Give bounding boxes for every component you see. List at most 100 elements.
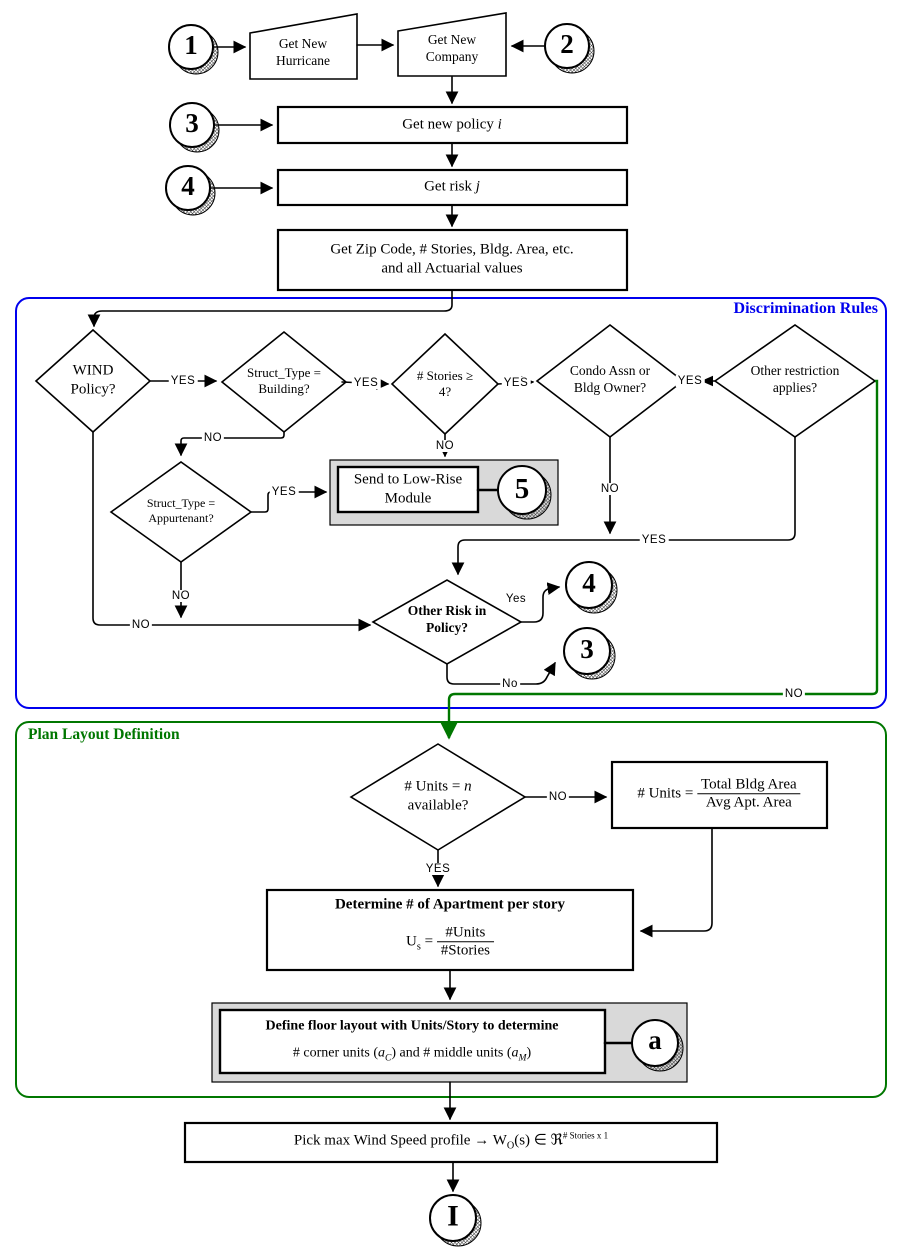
pick-wind-speed-box: [183, 1121, 719, 1164]
pick-real-set: ℜ: [550, 1132, 563, 1149]
plan-layout-frame: [15, 721, 887, 1098]
get-zipcode-text: Get Zip Code, # Stories, Bldg. Area, etc…: [330, 240, 573, 278]
get-risk-text: Get risk j: [424, 178, 480, 197]
define-title: Define floor layout with Units/Story to …: [265, 1018, 559, 1034]
struct-building-text: Struct_Type = Building?: [247, 365, 321, 398]
arrow-building-no: [174, 431, 285, 457]
arrow-restriction-no-green: [440, 379, 879, 740]
determine-eq: =: [420, 933, 437, 950]
lowrise-line2: Module: [384, 490, 432, 506]
company-line2: Company: [425, 49, 479, 64]
circle-3b-label: 3: [580, 634, 594, 665]
label-yes-wind: YES: [168, 375, 198, 387]
define-seg1: # corner units (: [292, 1045, 379, 1061]
label-no-appurtenant: NO: [169, 590, 193, 602]
determine-num: #Units: [436, 924, 494, 943]
circle-4b-label: 4: [582, 568, 596, 599]
lowrise-inner-box: [336, 465, 480, 514]
circle-5-label: 5: [514, 472, 530, 505]
policy-prefix: Get new policy: [402, 116, 498, 133]
get-zipcode-box: [276, 228, 629, 292]
arrow-zip-to-wind: [87, 289, 453, 328]
determine-sub: s: [416, 941, 421, 953]
label-yes-stories: YES: [501, 377, 531, 389]
circle-a: [631, 1019, 679, 1067]
define-detail: # corner units (aC) and # middle units (…: [293, 1045, 531, 1066]
stories-text: # Stories ≥ 4?: [417, 368, 473, 401]
arrowhead-condo-yes-left: [701, 375, 713, 387]
label-no-otherrisk: No: [500, 678, 520, 690]
get-new-hurricane-text: Get New Hurricane: [276, 36, 330, 70]
arrow-wind-no: [92, 431, 372, 632]
circle-end: [429, 1194, 477, 1242]
define-seg2: ) and # middle units (: [391, 1045, 512, 1061]
circle-4: [165, 165, 211, 211]
zip-line2: and all Actuarial values: [381, 260, 523, 276]
label-yes-building: YES: [351, 377, 381, 389]
label-no-building: NO: [201, 432, 225, 444]
stories-line1: # Stories ≥: [416, 367, 474, 383]
other-restriction-text: Other restriction applies?: [751, 363, 840, 397]
arrow-otherrisk-yes: [520, 582, 561, 623]
zip-line1: Get Zip Code, # Stories, Bldg. Area, etc…: [330, 241, 574, 258]
pick-sup: # Stories x 1: [562, 1130, 609, 1141]
arrow-formula-to-determine: [639, 827, 713, 938]
circle-4b: [565, 561, 613, 609]
define-var1: a: [378, 1045, 386, 1061]
stories-line2: 4?: [438, 384, 452, 399]
circle-end-label: I: [447, 1199, 459, 1233]
restriction-line2: applies?: [772, 380, 818, 395]
units-line1: # Units = n: [404, 777, 471, 796]
wind-line1: WIND: [72, 362, 114, 379]
units-prefix: # Units =: [404, 778, 465, 795]
define-layout-inner-box: [218, 1008, 607, 1075]
circle-2-label: 2: [560, 29, 574, 60]
arrow-restriction-yes: [451, 436, 796, 576]
condo-assn-text: Condo Assn or Bldg Owner?: [570, 363, 650, 397]
determine-fraction: #Units#Stories: [436, 924, 494, 960]
condo-line1: Condo Assn or: [569, 363, 651, 379]
risk-prefix: Get risk: [424, 178, 476, 195]
get-new-company-text: Get New Company: [426, 32, 479, 66]
building-line1: Struct_Type =: [247, 364, 321, 380]
units-formula-den: Avg Apt. Area: [705, 794, 792, 811]
lowrise-text: Send to Low-Rise Module: [354, 470, 462, 508]
determine-apartments-box: [265, 888, 635, 972]
circle-1: [168, 24, 214, 70]
wind-line2: Policy?: [70, 381, 116, 397]
other-risk-text: Other Risk in Policy?: [408, 603, 487, 637]
building-line2: Building?: [258, 381, 310, 396]
get-new-company-shape: [397, 12, 507, 77]
otherrisk-line1: Other Risk in: [407, 603, 487, 619]
pick-mid: (s) ∈: [514, 1132, 551, 1149]
units-formula-lhs: # Units =: [637, 785, 698, 802]
get-new-policy-text: Get new policy i: [402, 116, 502, 135]
determine-den: #Stories: [440, 942, 490, 959]
company-line1: Get New: [427, 32, 477, 48]
hurricane-line1: Get New: [278, 36, 328, 52]
pick-sub: O: [506, 1140, 515, 1152]
label-no-stories: NO: [433, 440, 457, 452]
units-var: n: [464, 778, 472, 795]
condo-line2: Bldg Owner?: [573, 380, 647, 395]
arrow-otherrisk-no: [446, 661, 556, 685]
label-no-condo: NO: [598, 483, 622, 495]
struct-appurtenant-text: Struct_Type = Appurtenant?: [147, 496, 215, 526]
label-yes-restriction: YES: [639, 534, 669, 546]
label-yes-otherrisk: Yes: [503, 593, 529, 605]
lowrise-line1: Send to Low-Rise: [353, 471, 463, 488]
label-yes-condo: YES: [675, 375, 705, 387]
units-line2: available?: [407, 797, 469, 813]
risk-var: j: [475, 178, 480, 195]
circle-2: [544, 23, 590, 69]
circle-4-label: 4: [181, 171, 195, 202]
define-seg3: ): [526, 1045, 532, 1061]
pick-wind-speed-text: Pick max Wind Speed profile → WO(s) ∈ ℜ#…: [294, 1131, 608, 1154]
discrimination-rules-title: Discrimination Rules: [733, 300, 878, 317]
circle-a-label: a: [648, 1025, 662, 1056]
units-formula-box: [610, 760, 829, 830]
